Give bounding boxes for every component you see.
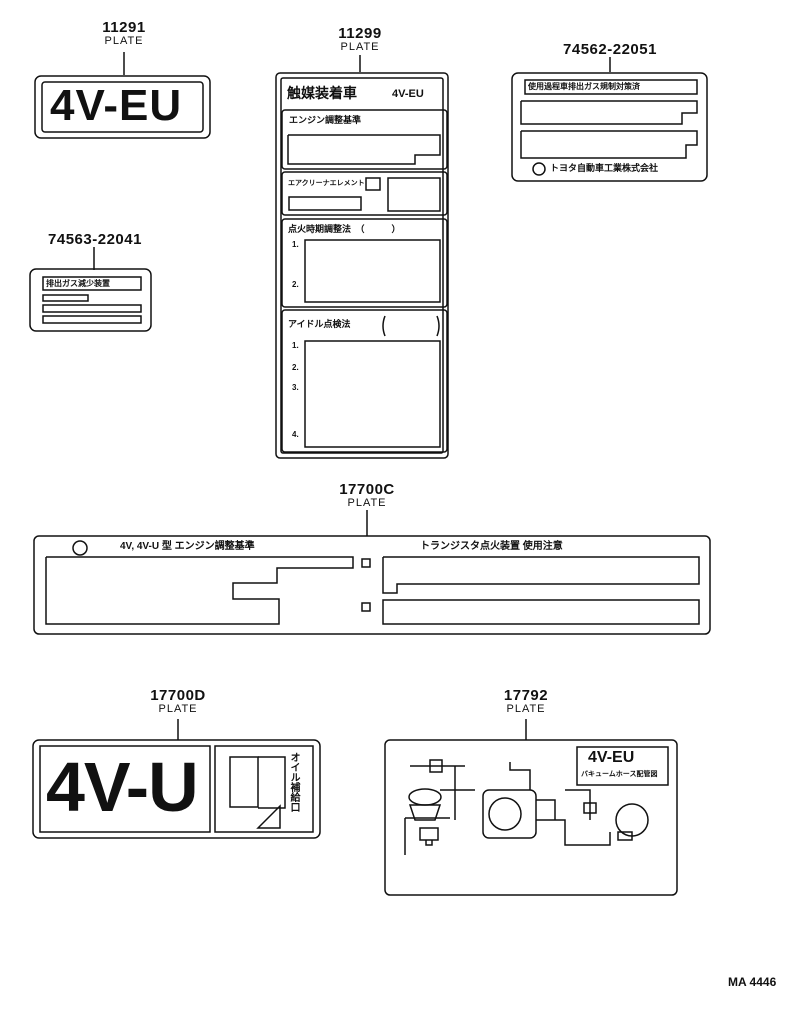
part-number: 17792 xyxy=(503,687,549,704)
step-number: 1. xyxy=(292,240,299,249)
plate-11299-inner xyxy=(280,77,444,454)
part-number: 74563-22041 xyxy=(48,231,142,248)
plate-11299-sec4-title: アイドル点検法 xyxy=(288,319,351,329)
plate-17700c-check2 xyxy=(361,602,371,612)
plate-11299-header: 触媒装着車 xyxy=(287,85,357,101)
bvsv-valve-icon xyxy=(583,802,597,814)
carburetor-icon xyxy=(408,788,442,806)
plate-17700c-right-title: トランジスタ点火装置 使用注意 xyxy=(420,541,563,552)
part-label-17700c: 17700C PLATE xyxy=(327,482,407,509)
vacuum-hose-line xyxy=(404,817,450,855)
plate-74562-title: 使用過程車排出ガス規制対策済 xyxy=(528,82,640,91)
vacuum-hose-line xyxy=(536,799,611,846)
vacuum-hose-line xyxy=(440,766,475,820)
plate-11299-sec1-box xyxy=(287,134,441,165)
part-name: PLATE xyxy=(347,497,387,509)
plate-11299-sec2-box xyxy=(387,177,441,212)
plate-74563-bar1 xyxy=(42,294,89,302)
part-label-74563: 74563-22041 xyxy=(35,232,155,247)
plate-74563-title: 排出ガス減少装置 xyxy=(46,279,110,288)
plate-74563-title-box xyxy=(42,276,142,291)
part-label-11291: 11291 PLATE xyxy=(84,20,164,47)
toyota-logo-icon xyxy=(72,540,88,556)
plate-74562-field2 xyxy=(520,130,698,159)
footer-code: MA 4446 xyxy=(728,975,777,989)
plate-11291-inner xyxy=(41,81,204,133)
plate-17700c-left-title: 4V, 4V-U 型 エンジン調整基準 xyxy=(120,541,255,552)
plate-11299-sec3 xyxy=(281,218,448,308)
part-number: 17700D xyxy=(150,687,206,704)
plate-74563-bar2 xyxy=(42,304,142,313)
step-number: 3. xyxy=(292,383,299,392)
plate-11299-sec2-field xyxy=(288,196,362,211)
plate-17792-frame xyxy=(384,739,678,896)
plate-17700d-frame xyxy=(32,739,321,839)
carburetor-body-icon xyxy=(408,804,442,821)
part-label-74562: 74562-22051 xyxy=(550,42,670,57)
toyota-logo-icon xyxy=(532,162,546,176)
plate-11291-text: 4V-EU xyxy=(50,81,183,130)
step-number: 2. xyxy=(292,363,299,372)
plate-11299-sec2-check xyxy=(365,177,381,191)
plate-74562-field1 xyxy=(520,100,698,125)
part-number: 74562-22051 xyxy=(563,41,657,58)
part-label-11299: 11299 PLATE xyxy=(320,26,400,53)
part-name: PLATE xyxy=(340,41,380,53)
plate-74562-frame xyxy=(511,72,708,182)
plate-11299-sec4 xyxy=(281,309,448,453)
sensor-connector-icon xyxy=(615,803,649,837)
plate-74562-title-box xyxy=(524,79,698,95)
part-number: 17700C xyxy=(339,481,395,498)
distributor-icon xyxy=(482,789,537,839)
step-number: 2. xyxy=(292,280,299,289)
plate-17700d-oil-box xyxy=(214,745,314,833)
plate-11299-sec1 xyxy=(281,109,448,170)
part-label-17792: 17792 PLATE xyxy=(486,688,566,715)
part-name: PLATE xyxy=(104,35,144,47)
plate-11299-sec3-title: 点火時期調整法 （ ） xyxy=(288,224,401,234)
plate-17700c-right-box1 xyxy=(382,556,700,594)
plate-17792-caption: バキュームホース配管図 xyxy=(581,771,658,778)
part-number: 11291 xyxy=(102,19,146,36)
plate-74563-bar3 xyxy=(42,315,142,324)
plate-17792-text: 4V-EU xyxy=(588,749,635,766)
distributor-cap-icon xyxy=(488,797,522,831)
plate-11299-frame xyxy=(275,72,449,459)
plate-11299-sec4-paren xyxy=(382,315,440,337)
vacuum-hose-line xyxy=(509,762,531,790)
plate-17792-label-box xyxy=(576,746,669,786)
part-name: PLATE xyxy=(506,703,546,715)
plate-17700d-oil-label: オイル補給口 xyxy=(288,752,299,812)
plate-17700c-check1 xyxy=(361,558,371,568)
step-number: 1. xyxy=(292,341,299,350)
plate-11291-frame xyxy=(34,75,211,139)
plate-17700d-text-box xyxy=(39,745,211,833)
plate-11299-sec4-box xyxy=(304,340,441,448)
plate-17700c-frame xyxy=(33,535,711,635)
sensor-base-icon xyxy=(617,831,633,841)
plate-17700d-text: 4V-U xyxy=(46,748,199,826)
plate-17700d-oil-rect xyxy=(229,756,259,808)
vacuum-hose-line xyxy=(565,789,591,820)
plate-74562-maker: トヨタ自動車工業株式会社 xyxy=(550,163,659,173)
plate-17700c-right-box2 xyxy=(382,599,700,625)
plate-17700c-left-box xyxy=(45,556,354,625)
plate-17700d-oil-line xyxy=(258,756,286,809)
plate-11299-header-code: 4V-EU xyxy=(392,88,424,100)
part-label-17700d: 17700D PLATE xyxy=(138,688,218,715)
vacuum-filter-icon xyxy=(410,759,465,773)
part-name: PLATE xyxy=(158,703,198,715)
plate-11299-sec1-title: エンジン調整基準 xyxy=(289,115,362,125)
valve-icon xyxy=(419,827,439,846)
plate-11299-sec3-box xyxy=(304,239,441,303)
plate-11299-sec2 xyxy=(281,171,448,216)
step-number: 4. xyxy=(292,430,299,439)
plate-74563-frame xyxy=(29,268,152,332)
plate-17700d-arrow-icon xyxy=(256,804,281,829)
plate-11299-sec2-title: エアクリーナエレメント xyxy=(288,180,365,187)
part-number: 11299 xyxy=(338,25,382,42)
